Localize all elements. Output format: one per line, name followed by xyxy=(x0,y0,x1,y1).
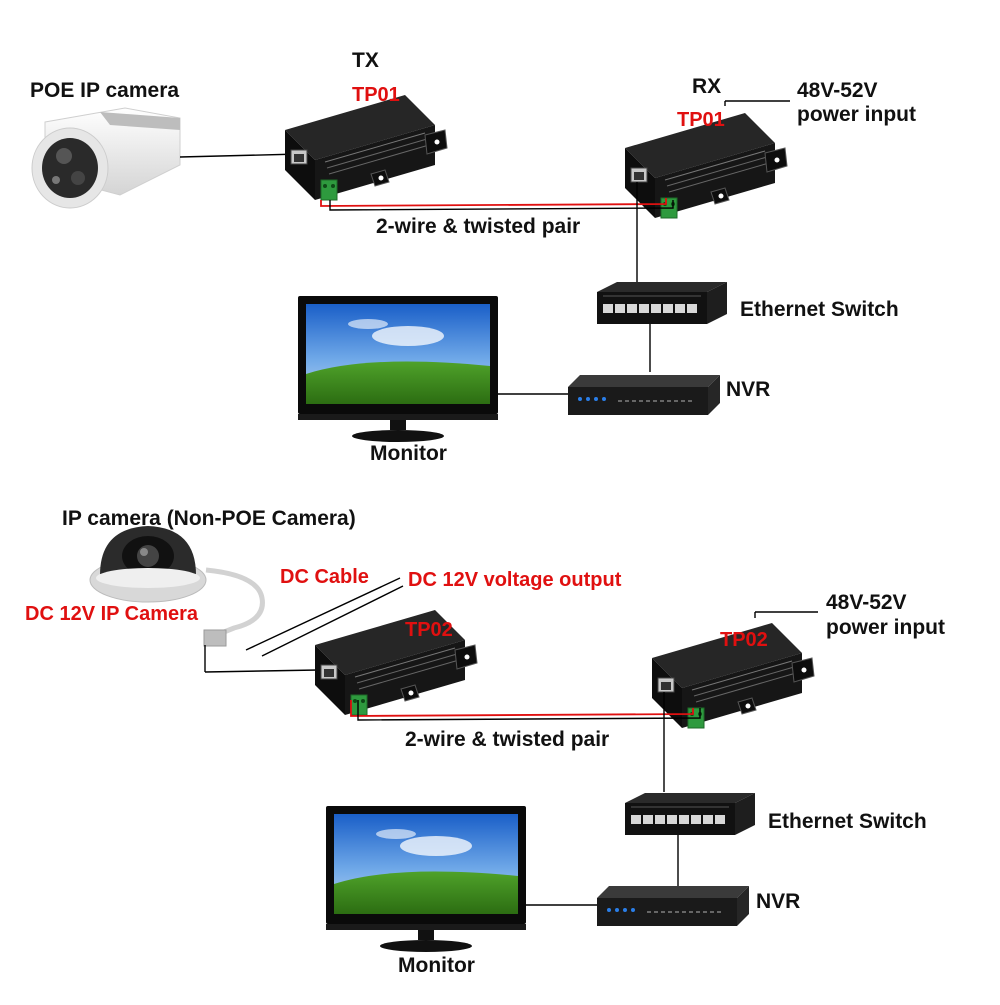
bottom-camera-label: IP camera (Non-POE Camera) xyxy=(62,507,356,530)
nvr-icon xyxy=(567,374,721,416)
bullet-camera-icon xyxy=(31,107,181,209)
dc-output-label: DC 12V voltage output xyxy=(408,569,622,591)
bottom-switch-label: Ethernet Switch xyxy=(768,810,927,833)
bottom-tx-model: TP02 xyxy=(405,619,453,641)
top-switch-label: Ethernet Switch xyxy=(740,298,899,321)
ethernet-switch-icon xyxy=(624,792,756,836)
dome-camera-icon xyxy=(89,526,207,603)
top-rx-model: TP01 xyxy=(677,109,725,131)
dc-cable-label: DC Cable xyxy=(280,566,369,588)
bottom-rx-model: TP02 xyxy=(720,629,768,651)
top-pair-label: 2-wire & twisted pair xyxy=(376,215,581,238)
tx-extender-box-icon xyxy=(284,94,448,201)
camera-to-tx-cable xyxy=(179,153,301,158)
top-rx-label: RX xyxy=(692,75,722,98)
bottom-nvr-label: NVR xyxy=(756,890,801,913)
top-tx-label: TX xyxy=(352,49,379,72)
twisted-pair-cable xyxy=(320,198,674,211)
nvr-icon xyxy=(596,885,750,927)
monitor-icon xyxy=(326,806,526,952)
top-camera-label: POE IP camera xyxy=(30,79,180,102)
ethernet-switch-icon xyxy=(596,281,728,325)
bottom-monitor-label: Monitor xyxy=(398,954,475,977)
bottom-power-line2: power input xyxy=(826,616,945,639)
bottom-camera-sub-label: DC 12V IP Camera xyxy=(25,603,199,625)
top-tx-model: TP01 xyxy=(352,84,400,106)
monitor-icon xyxy=(298,296,498,442)
bottom-pair-label: 2-wire & twisted pair xyxy=(405,728,610,751)
bottom-power-line1: 48V-52V xyxy=(826,591,907,614)
top-power-line2: power input xyxy=(797,103,916,126)
top-nvr-label: NVR xyxy=(726,378,771,401)
top-monitor-label: Monitor xyxy=(370,442,447,465)
top-power-line1: 48V-52V xyxy=(797,79,878,102)
twisted-pair-cable xyxy=(350,700,701,721)
